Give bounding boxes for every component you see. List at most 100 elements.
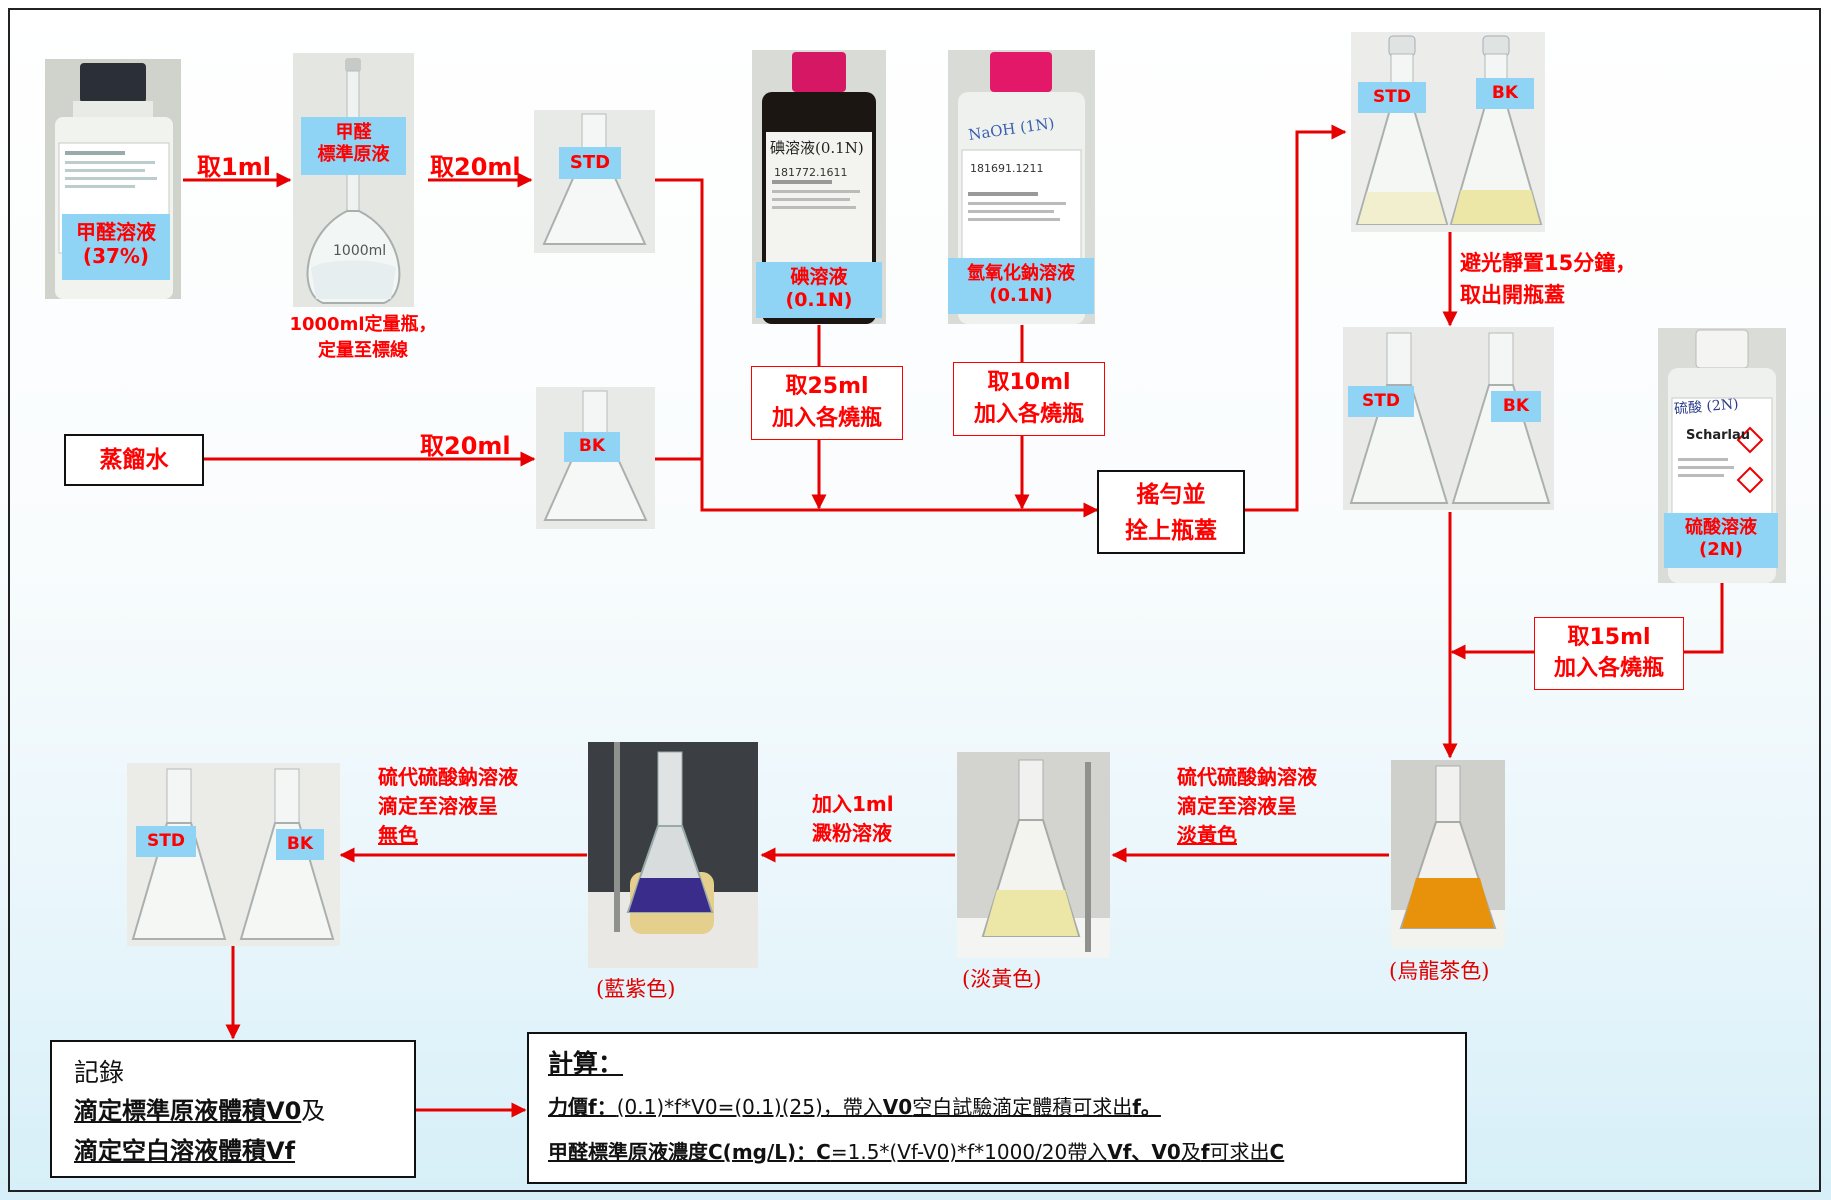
titration1-line3: 淡黃色 (1177, 823, 1237, 847)
bk-flask-label: BK (564, 432, 620, 462)
pale-yellow-flask-photo (957, 752, 1110, 958)
record-title: 記錄 (74, 1058, 125, 1087)
take-1ml-label: 取1ml (197, 153, 271, 181)
iodine-label: 碘溶液 (0.1N) (756, 262, 882, 318)
arrow-acid-to-main (1684, 582, 1724, 654)
record-line2-a: 滴定空白溶液體積 (74, 1137, 266, 1165)
arrow-shake-to-pair (1244, 124, 1347, 512)
dark-standing-note: 避光靜置15分鐘， 取出開瓶蓋 (1460, 247, 1636, 311)
calc-titer-tail: 空白試驗滴定體積可求出 (912, 1095, 1133, 1119)
naoh-add-box: 取10ml 加入各燒瓶 (953, 362, 1105, 436)
calc-conc-vars: Vf、V0 (1107, 1140, 1181, 1164)
iodine-lot: 181772.1611 (774, 166, 848, 179)
calc-conc-var: C (816, 1140, 831, 1164)
formalin-label-text: 甲醛溶液 (76, 220, 156, 244)
formalin-label: 甲醛溶液 (37%) (62, 214, 170, 280)
oolong-caption: (烏龍茶色) (1389, 959, 1490, 983)
iodine-label-conc: (0.1N) (785, 288, 853, 311)
formalin-label-conc: (37%) (82, 244, 150, 268)
std-solution-label-1: 甲醛 (335, 122, 372, 143)
titration2-line1: 硫代硫酸鈉溶液 (378, 765, 518, 789)
acid-add-2: 加入各燒瓶 (1553, 656, 1664, 681)
titration1-line2: 滴定至溶液呈 (1177, 794, 1297, 818)
iodine-add-1: 取25ml (785, 374, 869, 399)
iodine-label-text: 碘溶液 (790, 266, 848, 288)
acid-add-box: 取15ml 加入各燒瓶 (1534, 617, 1684, 690)
oolong-flask-photo (1391, 760, 1505, 948)
calc-titer-line: 力價f：(0.1)*f*V0=(0.1)(25)，帶入V0空白試驗滴定體積可求出… (548, 1084, 1465, 1130)
opened-bk-label: BK (1491, 391, 1541, 422)
distilled-water-text: 蒸餾水 (99, 447, 169, 473)
shake-text-2: 拴上瓶蓋 (1125, 518, 1217, 544)
calc-titer-expr: (0.1)*f*V0=(0.1)(25)，帶入 (616, 1095, 883, 1119)
calc-conc-f: f (1200, 1140, 1210, 1164)
sulfuric-brand: Scharlau (1686, 428, 1750, 443)
flask-note-1: 1000ml定量瓶， (289, 314, 437, 335)
pale-yellow-caption: (淡黃色) (962, 967, 1042, 991)
stoppered-std-label: STD (1358, 82, 1426, 113)
calculation-box: 計算： 力價f：(0.1)*f*V0=(0.1)(25)，帶入V0空白試驗滴定體… (527, 1032, 1467, 1184)
record-line1: 滴定標準原液體積V0及 (74, 1091, 414, 1131)
record-box: 記錄 滴定標準原液體積V0及 滴定空白溶液體積Vf (50, 1040, 416, 1178)
calc-conc-tail: 可求出 (1209, 1140, 1270, 1164)
naoh-add-1: 取10ml (987, 370, 1071, 395)
record-line1-b: V0 (266, 1097, 302, 1125)
arrow-std-to-shake (655, 178, 1099, 518)
flask-note: 1000ml定量瓶， 定量至標線 (283, 312, 443, 364)
starch-line1: 加入1ml (812, 792, 894, 816)
titration1-line1: 硫代硫酸鈉溶液 (1177, 765, 1317, 789)
stoppered-bk-label: BK (1476, 78, 1534, 109)
naoh-label: 氫氧化鈉溶液 (0.1N) (948, 258, 1094, 314)
std-flask-label: STD (559, 147, 621, 179)
flask-note-2: 定量至標線 (318, 340, 408, 361)
naoh-lot: 181691.1211 (970, 162, 1044, 175)
stoppered-flask-pair-photo (1351, 32, 1545, 232)
flask-etch-text: 1000ml (333, 243, 387, 259)
std-flask-photo (534, 110, 655, 253)
calc-title: 計算： (548, 1049, 624, 1078)
take-20ml-bk-label: 取20ml (420, 432, 511, 460)
blue-purple-caption: (藍紫色) (596, 977, 676, 1001)
std-solution-label-2: 標準原液 (317, 143, 390, 165)
final-std-label: STD (136, 826, 196, 857)
titration1-note: 硫代硫酸鈉溶液 滴定至溶液呈 淡黃色 (1177, 763, 1317, 850)
shake-stopper-box: 搖勻並 拴上瓶蓋 (1097, 470, 1245, 554)
calc-conc-expr: =1.5*(Vf-V0)*f*1000/20帶入 (830, 1140, 1108, 1164)
shake-text-1: 搖勻並 (1136, 482, 1206, 508)
titration2-note: 硫代硫酸鈉溶液 滴定至溶液呈 無色 (378, 763, 518, 850)
titration2-line3: 無色 (378, 823, 418, 847)
volumetric-flask-photo: 1000ml (293, 53, 414, 307)
record-line1-c: 及 (301, 1097, 326, 1125)
distilled-water-box: 蒸餾水 (64, 434, 204, 486)
take-20ml-std-label: 取20ml (430, 153, 521, 181)
record-line1-a: 滴定標準原液體積 (74, 1097, 266, 1125)
sulfuric-label: 硫酸溶液 (2N) (1664, 513, 1778, 568)
blue-purple-flask-photo (588, 742, 758, 968)
iodine-cap-text: 碘溶液(0.1N) (770, 139, 864, 157)
calc-titer-v0: V0 (882, 1095, 913, 1119)
titration2-line2: 滴定至溶液呈 (378, 794, 498, 818)
naoh-add-2: 加入各燒瓶 (973, 402, 1084, 427)
sulfuric-label-text: 硫酸溶液 (1685, 517, 1757, 538)
sulfuric-label-conc: (2N) (1698, 538, 1744, 560)
outer-frame (8, 8, 1821, 1192)
standard-solution-label: 甲醛 標準原液 (301, 117, 406, 175)
acid-add-1: 取15ml (1567, 625, 1651, 650)
final-bk-label: BK (276, 829, 324, 860)
naoh-label-text: 氫氧化鈉溶液 (967, 263, 1075, 284)
iodine-add-2: 加入各燒瓶 (771, 406, 882, 431)
calc-conc-end: C (1269, 1140, 1285, 1164)
starch-line2: 澱粉溶液 (812, 821, 892, 845)
calc-titer-end: f。 (1132, 1095, 1161, 1119)
calc-titer-label: 力價f： (548, 1095, 617, 1119)
record-line2: 滴定空白溶液體積Vf (74, 1131, 414, 1171)
opened-flask-pair-photo (1343, 327, 1554, 510)
record-line2-b: Vf (266, 1137, 296, 1165)
calc-conc-label: 甲醛標準原液濃度C(mg/L)： (548, 1140, 817, 1164)
calc-conc-and: 及 (1180, 1140, 1201, 1164)
calc-conc-line: 甲醛標準原液濃度C(mg/L)：C=1.5*(Vf-V0)*f*1000/20帶… (548, 1130, 1465, 1174)
starch-note: 加入1ml 澱粉溶液 (812, 790, 894, 848)
naoh-label-conc: (0.1N) (989, 284, 1053, 306)
